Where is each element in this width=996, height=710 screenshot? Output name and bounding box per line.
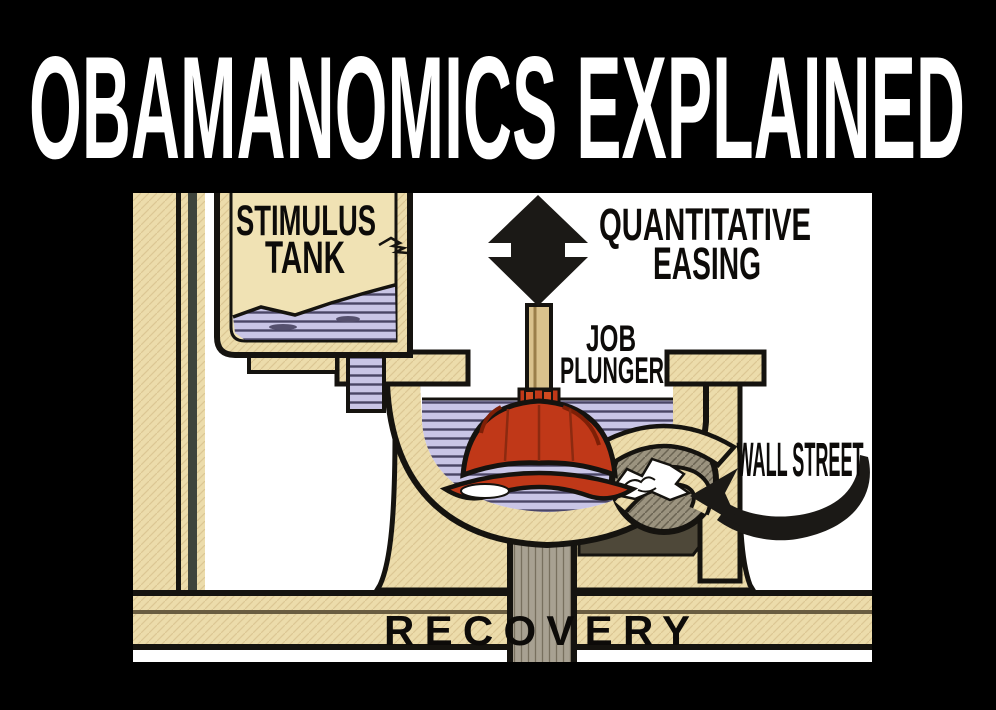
meme-title-svg: OBAMANOMICS EXPLAINED [29, 26, 965, 189]
bowl-rim-right [664, 349, 767, 387]
job-plunger-label-line1: JOB [586, 318, 636, 359]
wall-street-label: WALL STREET [737, 434, 864, 487]
stimulus-tank [214, 182, 413, 358]
job-plunger-label-line2: PLUNGER [560, 350, 664, 391]
scribble-lever-icon [378, 236, 409, 255]
supply-pipe [188, 193, 197, 593]
bathroom-floor [133, 590, 872, 650]
meme-title-banner: OBAMANOMICS EXPLAINED [0, 0, 996, 190]
double-vertical-arrow-icon [488, 195, 588, 306]
toilet-diagram: STIMULUS TANK QUANTITATIVE EASING JOB PL… [133, 182, 872, 662]
quantitative-easing-label-line2: EASING [653, 238, 761, 289]
quantitative-easing-label-line1: QUANTITATIVE [599, 199, 811, 250]
job-plunger [439, 303, 639, 501]
bathroom-wall [133, 193, 205, 593]
curved-arrow-icon [690, 455, 870, 541]
drain-pipe [507, 529, 577, 662]
toilet-cartoon-panel: STIMULUS TANK QUANTITATIVE EASING JOB PL… [133, 182, 872, 662]
stimulus-tank-label-line1: STIMULUS [236, 197, 376, 245]
stimulus-tank-label-line2: TANK [265, 232, 345, 283]
trap-outer-wall [590, 423, 738, 468]
page-title: OBAMANOMICS EXPLAINED [29, 26, 965, 189]
